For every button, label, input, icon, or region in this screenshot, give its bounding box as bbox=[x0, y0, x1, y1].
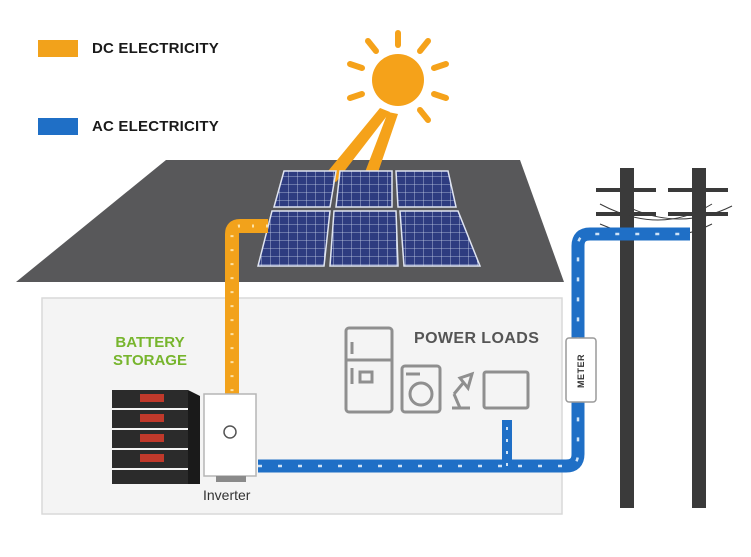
fridge-icon bbox=[344, 326, 394, 414]
solar-panel bbox=[329, 210, 399, 267]
sun-icon bbox=[324, 30, 449, 184]
solar-panel bbox=[273, 170, 337, 208]
power-loads-label: POWER LOADS bbox=[414, 330, 540, 347]
washing-machine-icon bbox=[400, 364, 442, 414]
inverter bbox=[203, 393, 257, 482]
utility-poles bbox=[596, 168, 733, 508]
legend-dc: DC ELECTRICITY bbox=[38, 40, 219, 57]
solar-panel bbox=[335, 170, 393, 208]
inverter-label: Inverter bbox=[203, 487, 251, 503]
battery-label-line2: STORAGE bbox=[113, 352, 187, 369]
legend-dc-swatch bbox=[38, 40, 78, 57]
dc-wire bbox=[225, 219, 268, 398]
solar-panel bbox=[399, 210, 482, 267]
solar-panel bbox=[395, 170, 457, 208]
meter-box bbox=[565, 337, 597, 403]
legend-ac-label: AC ELECTRICITY bbox=[92, 118, 219, 135]
meter-label: METER bbox=[567, 349, 595, 393]
battery-storage-label: BATTERY STORAGE bbox=[100, 334, 200, 370]
legend-dc-label: DC ELECTRICITY bbox=[92, 40, 219, 57]
meter-label-text: METER bbox=[576, 354, 586, 388]
legend-ac-swatch bbox=[38, 118, 78, 135]
monitor-icon bbox=[482, 370, 530, 410]
desk-lamp-icon bbox=[452, 371, 475, 410]
battery-stack bbox=[112, 390, 200, 484]
solar-panel bbox=[257, 210, 331, 267]
solar-panels bbox=[257, 170, 482, 267]
battery-label-line1: BATTERY bbox=[115, 334, 185, 351]
legend-ac: AC ELECTRICITY bbox=[38, 118, 219, 135]
